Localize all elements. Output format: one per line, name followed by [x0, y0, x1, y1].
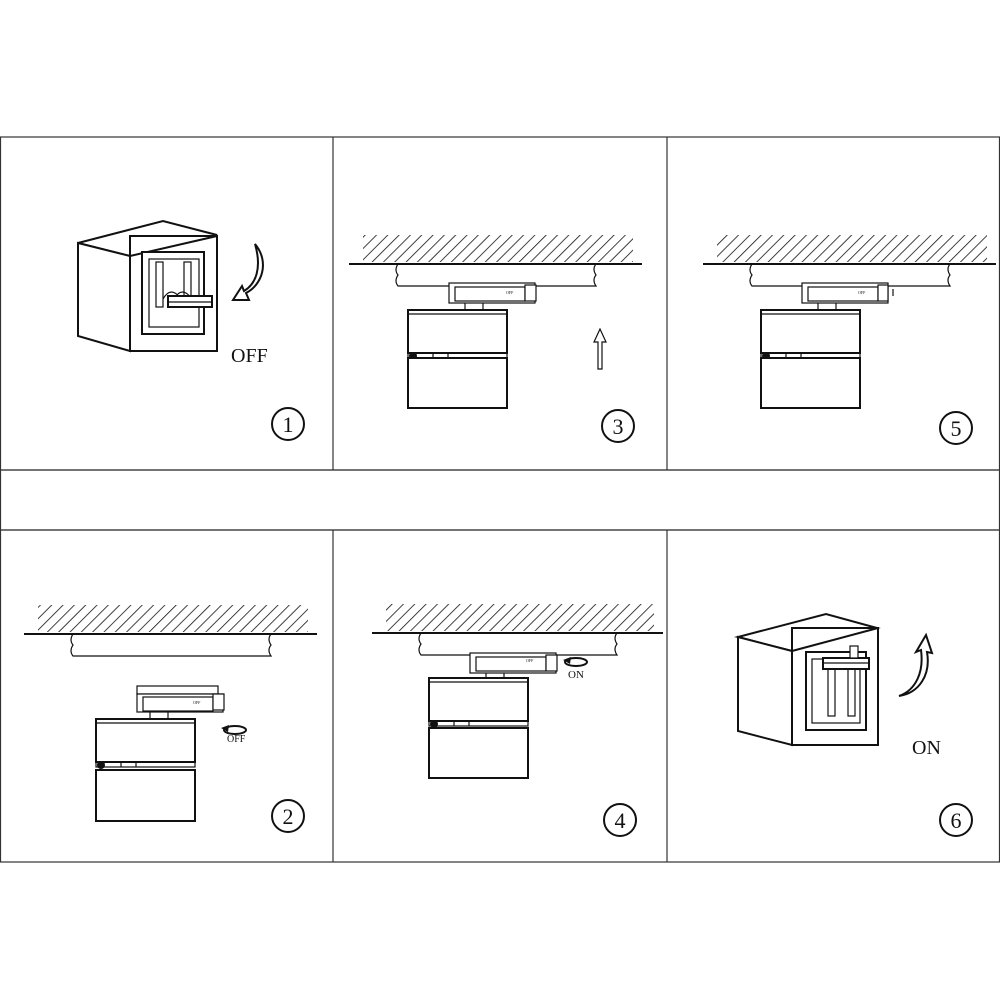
panel-step-5: OFF 5: [703, 235, 996, 445]
rotate-arrow-icon: [221, 725, 247, 735]
track-adapter: OFF: [448, 282, 537, 310]
step-badge-5: 5: [939, 411, 973, 445]
panel-step-1: OFF 1: [77, 219, 305, 441]
arrow-up-icon: [593, 327, 607, 370]
panel-step-4: OFF ON 4: [372, 604, 663, 837]
ceiling-illustration: [703, 235, 996, 287]
breaker-box-illustration: [77, 219, 218, 353]
step-number-5: 5: [951, 416, 962, 441]
step-badge-1: 1: [271, 407, 305, 441]
step-number-6: 6: [951, 808, 962, 833]
step-badge-6: 6: [939, 803, 973, 837]
ceiling-illustration: [372, 604, 663, 656]
arrow-up-curved-icon: [898, 632, 934, 697]
spotlight-body: [760, 309, 861, 409]
state-label-1: OFF: [231, 345, 268, 367]
track-adapter: OFF: [801, 282, 894, 310]
svg-text:OFF: OFF: [193, 700, 201, 705]
panel-step-6: ON 6: [734, 612, 973, 837]
spotlight-body: [407, 309, 508, 409]
panel-step-3: OFF 3: [349, 235, 642, 443]
rotate-arrow-icon: [563, 657, 588, 667]
ceiling-illustration: [24, 605, 317, 657]
step-number-3: 3: [613, 414, 624, 439]
track-adapter: OFF: [469, 652, 558, 678]
state-label-2: OFF: [227, 734, 246, 745]
state-label-6: ON: [912, 737, 941, 759]
svg-text:OFF: OFF: [526, 658, 534, 663]
step-number-1: 1: [283, 412, 294, 437]
ceiling-illustration: [349, 235, 642, 287]
svg-text:OFF: OFF: [506, 290, 514, 295]
step-badge-3: 3: [601, 409, 635, 443]
arrow-down-icon: [231, 243, 264, 301]
step-number-4: 4: [615, 808, 626, 833]
spotlight-body: [95, 718, 196, 822]
step-badge-4: 4: [603, 803, 637, 837]
track-adapter: OFF: [136, 685, 225, 719]
step-number-2: 2: [283, 804, 294, 829]
state-label-4: ON: [568, 669, 584, 681]
spotlight-body: [428, 677, 529, 779]
breaker-box-illustration: [734, 612, 881, 747]
step-badge-2: 2: [271, 799, 305, 833]
panel-step-2: OFF OFF 2: [24, 605, 317, 833]
svg-text:OFF: OFF: [858, 290, 866, 295]
